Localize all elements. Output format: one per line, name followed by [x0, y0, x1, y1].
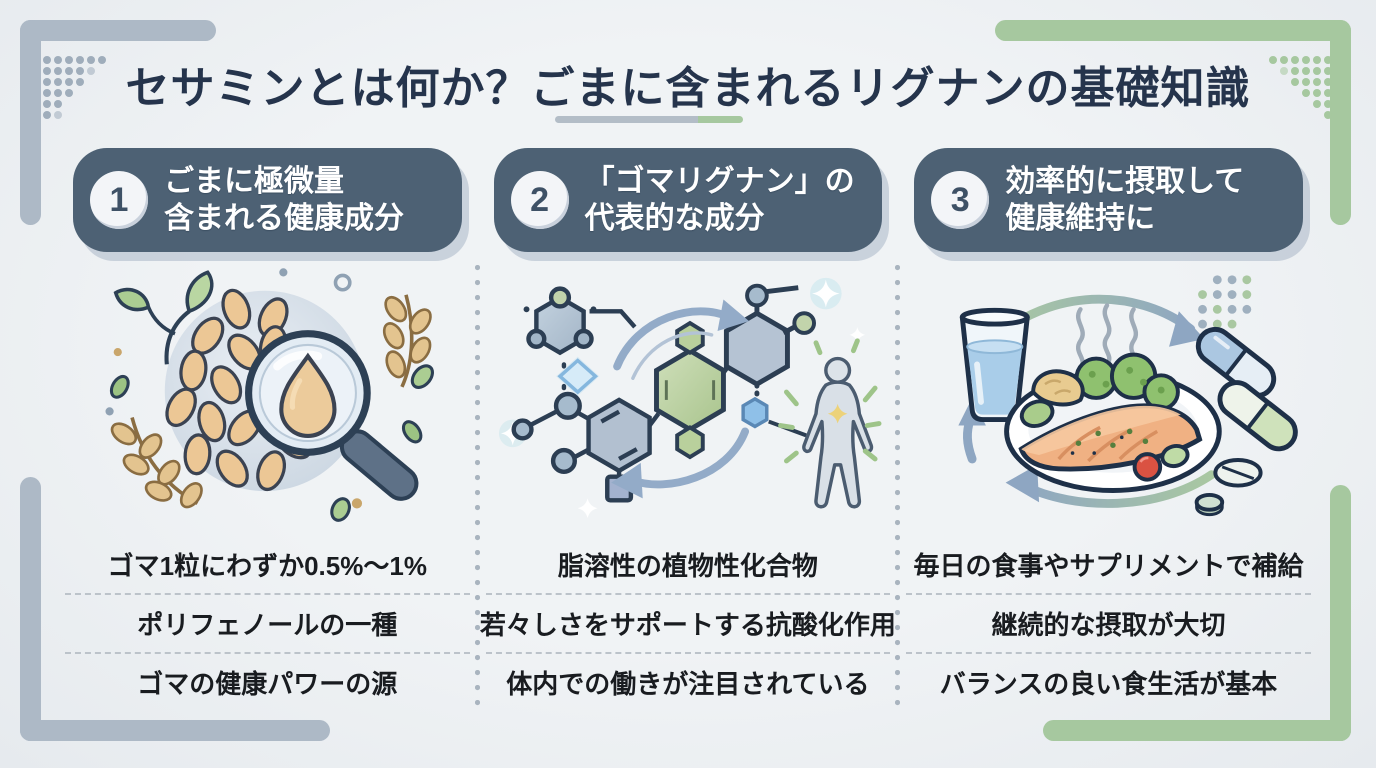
step-heading-1-line2: 含まれる健康成分	[164, 202, 404, 235]
illustration-3-wrap	[898, 260, 1319, 528]
step-badge-1: 1 ごまに極微量 含まれる健康成分	[73, 148, 462, 252]
points-list-3: 毎日の食事やサプリメントで補給 継続的な摂取が大切 バランスの良い食生活が基本	[906, 536, 1311, 711]
point-text: 体内での働きが注目されている	[485, 652, 891, 711]
radiance-dashes-icon	[777, 338, 882, 464]
accent-leaves-icon	[105, 268, 435, 522]
meal-supplement-cycle-icon	[958, 275, 1299, 517]
step-heading-3-line2: 健康維持に	[1005, 202, 1156, 235]
tablet-small-icon	[1195, 492, 1225, 517]
corner-dots-right-icon	[1269, 56, 1332, 119]
diamond-icon	[555, 356, 600, 396]
human-body-icon	[777, 338, 882, 509]
step-badge-3: 3 効率的に摂取して 健康維持に	[914, 148, 1303, 252]
point-text: ポリフェノールの一種	[65, 593, 470, 652]
column-divider	[474, 265, 480, 707]
illustration-1-wrap	[57, 260, 478, 528]
column-efficient-intake: 3 効率的に摂取して 健康維持に	[895, 148, 1319, 711]
step-number-2: 2	[510, 171, 569, 229]
point-text: 毎日の食事やサプリメントで補給	[913, 551, 1304, 581]
salad-greens-icon	[1075, 352, 1181, 411]
points-list-2: 脂溶性の植物性化合物 若々しさをサポートする抗酸化作用 体内での働きが注目されて…	[480, 536, 896, 711]
sprout-leaf-icon	[113, 270, 214, 365]
step-heading-2: 「ゴマリグナン」の 代表的な成分	[585, 163, 855, 237]
column-gomalignan-component: 2 「ゴマリグナン」の 代表的な成分	[474, 148, 899, 711]
molecule-left-icon	[511, 391, 661, 503]
molecule-right-icon	[721, 283, 816, 397]
title-underline	[555, 116, 743, 123]
step-heading-3: 効率的に摂取して 健康維持に	[1005, 163, 1244, 237]
step-heading-1: ごまに極微量 含まれる健康成分	[164, 163, 404, 237]
corner-dots-left-icon	[43, 56, 106, 119]
capsules-icon	[1195, 326, 1299, 517]
columns-row: 1 ごまに極微量 含まれる健康成分	[57, 148, 1319, 711]
step-number-3: 3	[931, 171, 990, 229]
molecule-fragment-icon	[523, 286, 637, 395]
rice-icon	[1031, 369, 1086, 407]
step-heading-2-line1: 「ゴマリグナン」の	[584, 164, 855, 198]
point-text: ゴマの健康パワーの源	[65, 652, 470, 711]
cucumber-icon	[1160, 443, 1191, 469]
page-title: セサミンとは何か？ごまに含まれるリグナンの基礎知識	[125, 64, 1251, 113]
column-sesame-trace-amount: 1 ごまに極微量 含まれる健康成分	[57, 148, 478, 711]
point-text: 若々しさをサポートする抗酸化作用	[480, 593, 896, 652]
step-number-1: 1	[90, 171, 148, 229]
meal-plate-icon	[1004, 352, 1223, 493]
sesame-magnifier-icon	[105, 268, 435, 522]
step-heading-3-line1: 効率的に摂取して	[1005, 164, 1245, 198]
cycle-arrows-icon	[611, 299, 749, 499]
point-text: 脂溶性の植物性化合物	[557, 551, 818, 581]
points-list-1: ゴマ1粒にわずか0.5%～1% ポリフェノールの一種 ゴマの健康パワーの源	[65, 536, 470, 711]
accent-dot-grid-icon	[1198, 275, 1252, 329]
illustration-2-wrap	[478, 260, 899, 528]
glass-of-water-icon	[960, 307, 1031, 423]
molecule-center-icon	[653, 320, 726, 460]
salmon-icon	[1018, 403, 1203, 472]
cycle-arrows-icon	[958, 294, 1217, 508]
corner-bracket-bottom-left-v	[20, 477, 41, 741]
tablet-icon	[1213, 458, 1264, 488]
step-heading-1-line1: ごまに極微量	[164, 164, 344, 198]
magnifier-icon	[245, 330, 419, 501]
wheat-sprig-bottom-icon	[111, 417, 204, 509]
step-badge-2: 2 「ゴマリグナン」の 代表的な成分	[493, 148, 883, 252]
lignan-molecule-icon	[498, 277, 882, 519]
corner-bracket-bottom-left-h	[20, 720, 330, 741]
corner-bracket-top-left-h	[20, 20, 216, 41]
wheat-sprig-top-icon	[383, 294, 433, 388]
step-heading-2-line2: 代表的な成分	[584, 202, 765, 235]
corner-bracket-top-right-v	[1330, 20, 1351, 225]
corner-bracket-bottom-right-v	[1330, 485, 1351, 741]
corner-bracket-top-left-v	[20, 20, 41, 225]
point-text: 継続的な摂取が大切	[906, 593, 1311, 652]
point-text: ゴマ1粒にわずか0.5%～1%	[107, 551, 427, 581]
corner-bracket-top-right-h	[995, 20, 1351, 41]
corner-bracket-bottom-right-h	[1043, 720, 1351, 741]
column-divider	[895, 265, 901, 707]
avocado-icon	[1020, 399, 1055, 429]
point-text: バランスの良い食生活が基本	[906, 652, 1311, 711]
